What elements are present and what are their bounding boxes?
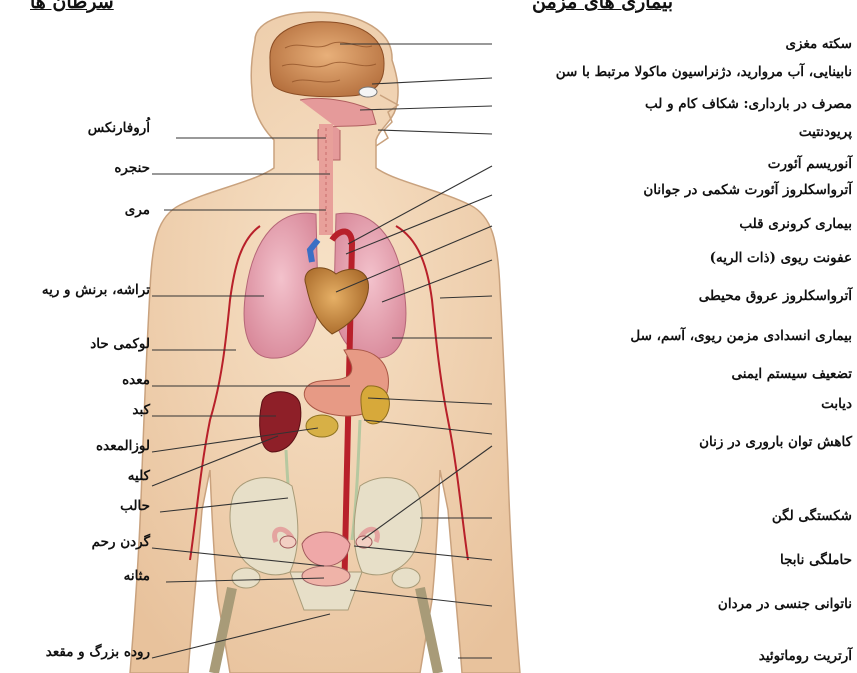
bladder-shape bbox=[302, 566, 350, 586]
disease-label: دیابت bbox=[498, 396, 852, 412]
brain-shape bbox=[270, 22, 384, 97]
cancer-label: اُروفارنکس bbox=[8, 120, 150, 136]
cancer-label: معده bbox=[8, 372, 150, 388]
disease-label: آنوریسم آئورت bbox=[498, 156, 852, 172]
pancreas-shape bbox=[306, 415, 338, 437]
cancer-label: حنجره bbox=[8, 160, 150, 176]
header-cancers: سرطان ها bbox=[30, 0, 114, 13]
disease-label: نابینایی، آب مروارید، دژنراسیون ماکولا م… bbox=[498, 64, 852, 80]
disease-label: کاهش توان باروری در زنان bbox=[498, 434, 852, 450]
disease-label: پریودنتیت bbox=[498, 124, 852, 140]
eye-shape bbox=[359, 87, 377, 97]
disease-label: حاملگی نابجا bbox=[498, 552, 852, 568]
disease-label: آرتریت روماتوئید bbox=[498, 648, 852, 664]
disease-label: تضعیف سیستم ایمنی bbox=[498, 366, 852, 382]
disease-label: آترواسکلروز عروق محیطی bbox=[498, 288, 852, 304]
cancer-label: کلیه bbox=[8, 468, 150, 484]
header-chronic-diseases: بیماری های مزمن bbox=[532, 0, 673, 13]
cancer-label: لوزالمعده bbox=[8, 438, 150, 454]
cancer-label: کبد bbox=[8, 402, 150, 418]
cancer-label: مری bbox=[8, 202, 150, 218]
cancer-label: حالب bbox=[8, 498, 150, 514]
cancer-label: روده بزرگ و مقعد bbox=[8, 644, 150, 660]
disease-label: بیماری انسدادی مزمن ریوی، آسم، سل bbox=[498, 328, 852, 344]
disease-label: ناتوانی جنسی در مردان bbox=[498, 596, 852, 612]
cancer-label: گردن رحم bbox=[8, 534, 150, 550]
disease-label: مصرف در بارداری: شکاف کام و لب bbox=[498, 96, 852, 112]
disease-label: عفونت ریوی (ذات الریه) bbox=[498, 250, 852, 266]
disease-label: بیماری کرونری قلب bbox=[498, 216, 852, 232]
cancer-label: لوکمی حاد bbox=[8, 336, 150, 352]
disease-label: سکته مغزی bbox=[498, 36, 852, 52]
cancer-label: تراشه، برنش و ریه bbox=[8, 282, 150, 298]
disease-label: شکستگی لگن bbox=[498, 508, 852, 524]
disease-label: آترواسکلروز آئورت شکمی در جوانان bbox=[498, 182, 852, 198]
cancer-label: مثانه bbox=[8, 568, 150, 584]
